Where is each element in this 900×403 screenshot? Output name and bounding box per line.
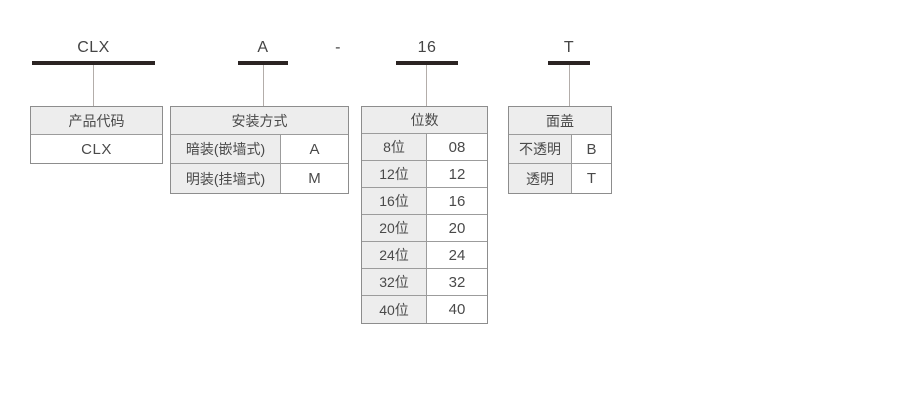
table-cover-header: 面盖 (509, 107, 611, 135)
ways-code: 12 (427, 161, 487, 187)
ways-label: 32位 (362, 269, 427, 295)
cover-code: B (572, 135, 611, 163)
table-product-code-header: 产品代码 (31, 107, 162, 135)
ways-label: 40位 (362, 296, 427, 323)
cover-label: 不透明 (509, 135, 572, 163)
ways-label: 20位 (362, 215, 427, 241)
cover-label: 透明 (509, 164, 572, 193)
connector-line-ways (426, 65, 427, 106)
connector-line-product (93, 65, 94, 106)
ways-code: 24 (427, 242, 487, 268)
code-segment-product: CLX (77, 39, 110, 56)
table-row: 16位 16 (362, 188, 487, 215)
table-mounting: 安装方式 暗装(嵌墙式) A 明装(挂墙式) M (170, 106, 349, 194)
ways-label: 12位 (362, 161, 427, 187)
ways-code: 08 (427, 134, 487, 160)
table-row: 8位 08 (362, 134, 487, 161)
underline-bar-product (32, 61, 155, 65)
table-cover: 面盖 不透明 B 透明 T (508, 106, 612, 194)
ways-code: 20 (427, 215, 487, 241)
table-product-code: 产品代码 CLX (30, 106, 163, 164)
table-ways: 位数 8位 08 12位 12 16位 16 20位 20 24位 24 32位… (361, 106, 488, 324)
mounting-code: A (281, 135, 348, 163)
underline-bar-mounting (238, 61, 288, 65)
mounting-code: M (281, 164, 348, 193)
underline-bar-cover (548, 61, 590, 65)
table-row: 暗装(嵌墙式) A (171, 135, 348, 164)
ways-label: 24位 (362, 242, 427, 268)
table-row: 20位 20 (362, 215, 487, 242)
code-segment-cover: T (563, 39, 575, 56)
code-segment-mounting: A (257, 39, 269, 56)
ways-code: 32 (427, 269, 487, 295)
table-row: 透明 T (509, 164, 611, 193)
table-row: 32位 32 (362, 269, 487, 296)
table-row: 不透明 B (509, 135, 611, 164)
table-row: 明装(挂墙式) M (171, 164, 348, 193)
mounting-label: 暗装(嵌墙式) (171, 135, 281, 163)
code-separator-dash: - (335, 39, 341, 56)
ways-label: 16位 (362, 188, 427, 214)
connector-line-mounting (263, 65, 264, 106)
mounting-label: 明装(挂墙式) (171, 164, 281, 193)
code-segment-ways: 16 (417, 39, 437, 56)
table-row: 12位 12 (362, 161, 487, 188)
cover-code: T (572, 164, 611, 193)
table-row: 40位 40 (362, 296, 487, 323)
ways-code: 40 (427, 296, 487, 323)
connector-line-cover (569, 65, 570, 106)
table-row: 24位 24 (362, 242, 487, 269)
underline-bar-ways (396, 61, 458, 65)
table-row: CLX (31, 135, 162, 163)
product-code-value: CLX (31, 135, 162, 163)
ways-code: 16 (427, 188, 487, 214)
table-mounting-header: 安装方式 (171, 107, 348, 135)
ways-label: 8位 (362, 134, 427, 160)
table-ways-header: 位数 (362, 107, 487, 134)
